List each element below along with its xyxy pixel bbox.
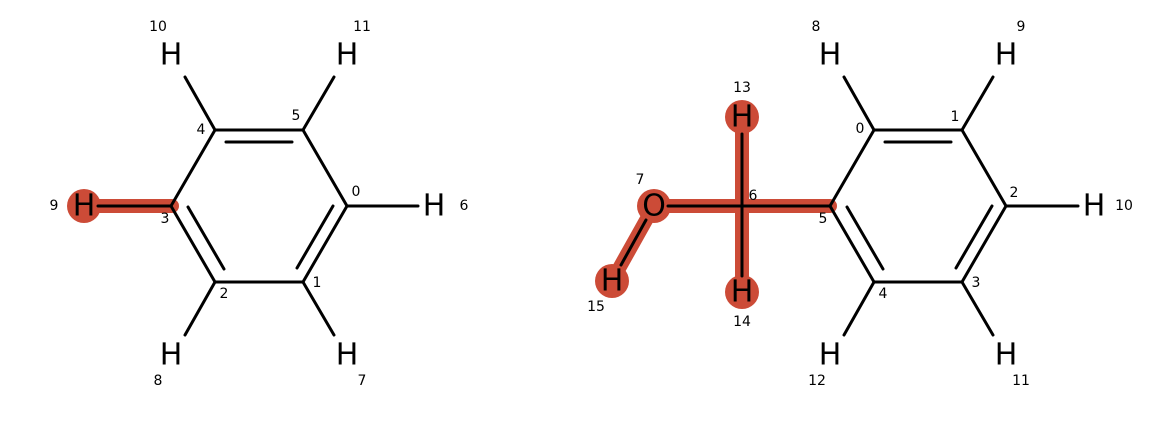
- atom-5-index: 5: [819, 211, 828, 227]
- atom-6-index: 6: [460, 198, 469, 214]
- highlight-atom-13: [725, 100, 759, 134]
- highlight-atom-9: [67, 189, 101, 223]
- molecule-2-other-bonds: [619, 75, 1080, 337]
- molecule-2-atom-indices: 0 1 2 3 4 5 6 7 8 9 10 11 12 13 14 15: [587, 19, 1133, 389]
- bond-1-2: [960, 128, 1008, 208]
- molecule-2: O H H H H H H H H 0 1 2 3 4 5 6 7 8 9 10…: [587, 19, 1133, 389]
- atom-4-index: 4: [879, 286, 888, 302]
- atom-10-symbol: H: [1083, 189, 1106, 224]
- bond-0-1: [301, 204, 349, 284]
- highlight-atom-7: [637, 189, 671, 223]
- atom-9-symbol: H: [995, 38, 1018, 73]
- atom-2-index: 2: [220, 286, 229, 302]
- bond-5-11: [301, 75, 336, 132]
- atom-11-index: 11: [353, 19, 371, 35]
- highlight-atom-14: [725, 275, 759, 309]
- atom-15-index: 15: [587, 299, 605, 315]
- bond-3-11: [960, 280, 995, 337]
- bond-7-15: [619, 218, 648, 267]
- atom-12-index: 12: [808, 373, 826, 389]
- atom-5-index: 5: [292, 108, 301, 124]
- atom-0-index: 0: [352, 184, 361, 200]
- bond-2-8: [183, 280, 217, 337]
- atom-0-index: 0: [856, 121, 865, 137]
- atom-10-index: 10: [1115, 198, 1133, 214]
- atom-2-index: 2: [1010, 185, 1019, 201]
- atom-8-index: 8: [812, 19, 821, 35]
- bond-0-8: [842, 75, 876, 132]
- atom-13-index: 13: [733, 80, 751, 96]
- atom-8-symbol: H: [160, 338, 183, 373]
- atom-6-symbol: H: [423, 189, 446, 224]
- atom-8-symbol: H: [819, 38, 842, 73]
- atom-14-symbol: H: [731, 275, 754, 310]
- atom-9-symbol: H: [73, 189, 96, 224]
- atom-7-index: 7: [358, 373, 367, 389]
- atom-7-index: 7: [636, 172, 645, 188]
- atom-7-symbol: H: [336, 338, 359, 373]
- atom-1-index: 1: [313, 275, 322, 291]
- highlight-atom-15: [595, 264, 629, 298]
- atom-8-index: 8: [154, 373, 163, 389]
- atom-11-symbol: H: [995, 338, 1018, 373]
- bond-4-10: [183, 75, 217, 132]
- bond-5-0: [828, 128, 876, 208]
- atom-3-index: 3: [972, 275, 981, 291]
- atom-9-index: 9: [50, 198, 59, 214]
- bond-0-1-inner: [295, 204, 335, 270]
- atom-11-symbol: H: [336, 38, 359, 73]
- bond-2-3-inner: [954, 204, 994, 270]
- atom-3-index: 3: [161, 211, 170, 227]
- molecule-1-ch-bonds: [96, 75, 420, 337]
- bond-3-4: [169, 128, 217, 208]
- atom-11-index: 11: [1012, 373, 1030, 389]
- atom-4-index: 4: [197, 122, 206, 138]
- atom-14-index: 14: [733, 314, 751, 330]
- bond-5-0: [301, 128, 349, 208]
- bond-1-7: [301, 280, 336, 337]
- atom-12-symbol: H: [819, 338, 842, 373]
- molecule-1-ring-bonds: [169, 128, 349, 284]
- molecule-1-atom-symbols: H H H H H H: [73, 38, 446, 373]
- bond-1-9: [960, 75, 995, 132]
- atom-1-index: 1: [951, 109, 960, 125]
- atom-13-symbol: H: [731, 100, 754, 135]
- bond-2-3: [169, 204, 217, 284]
- molecule-1-atom-indices: 0 1 2 3 4 5 6 7 8 9 10 11: [50, 19, 469, 389]
- atom-6-index: 6: [749, 188, 758, 204]
- atom-10-index: 10: [149, 19, 167, 35]
- bond-4-12: [842, 280, 876, 337]
- bond-2-3: [960, 204, 1008, 284]
- molecule-2-ring-bonds: [828, 128, 1008, 284]
- atom-15-symbol: H: [601, 264, 624, 299]
- bond-4-5-inner: [845, 205, 885, 271]
- atom-10-symbol: H: [160, 38, 183, 73]
- atom-7-symbol: O: [642, 189, 666, 224]
- molecule-2-atom-symbols: O H H H H H H H H: [601, 38, 1106, 373]
- bond-2-3-inner: [186, 205, 226, 271]
- atom-9-index: 9: [1017, 19, 1026, 35]
- molecule-1: H H H H H H 0 1 2 3 4 5 6 7 8 9 10 11: [50, 19, 469, 389]
- bond-4-5: [828, 204, 876, 284]
